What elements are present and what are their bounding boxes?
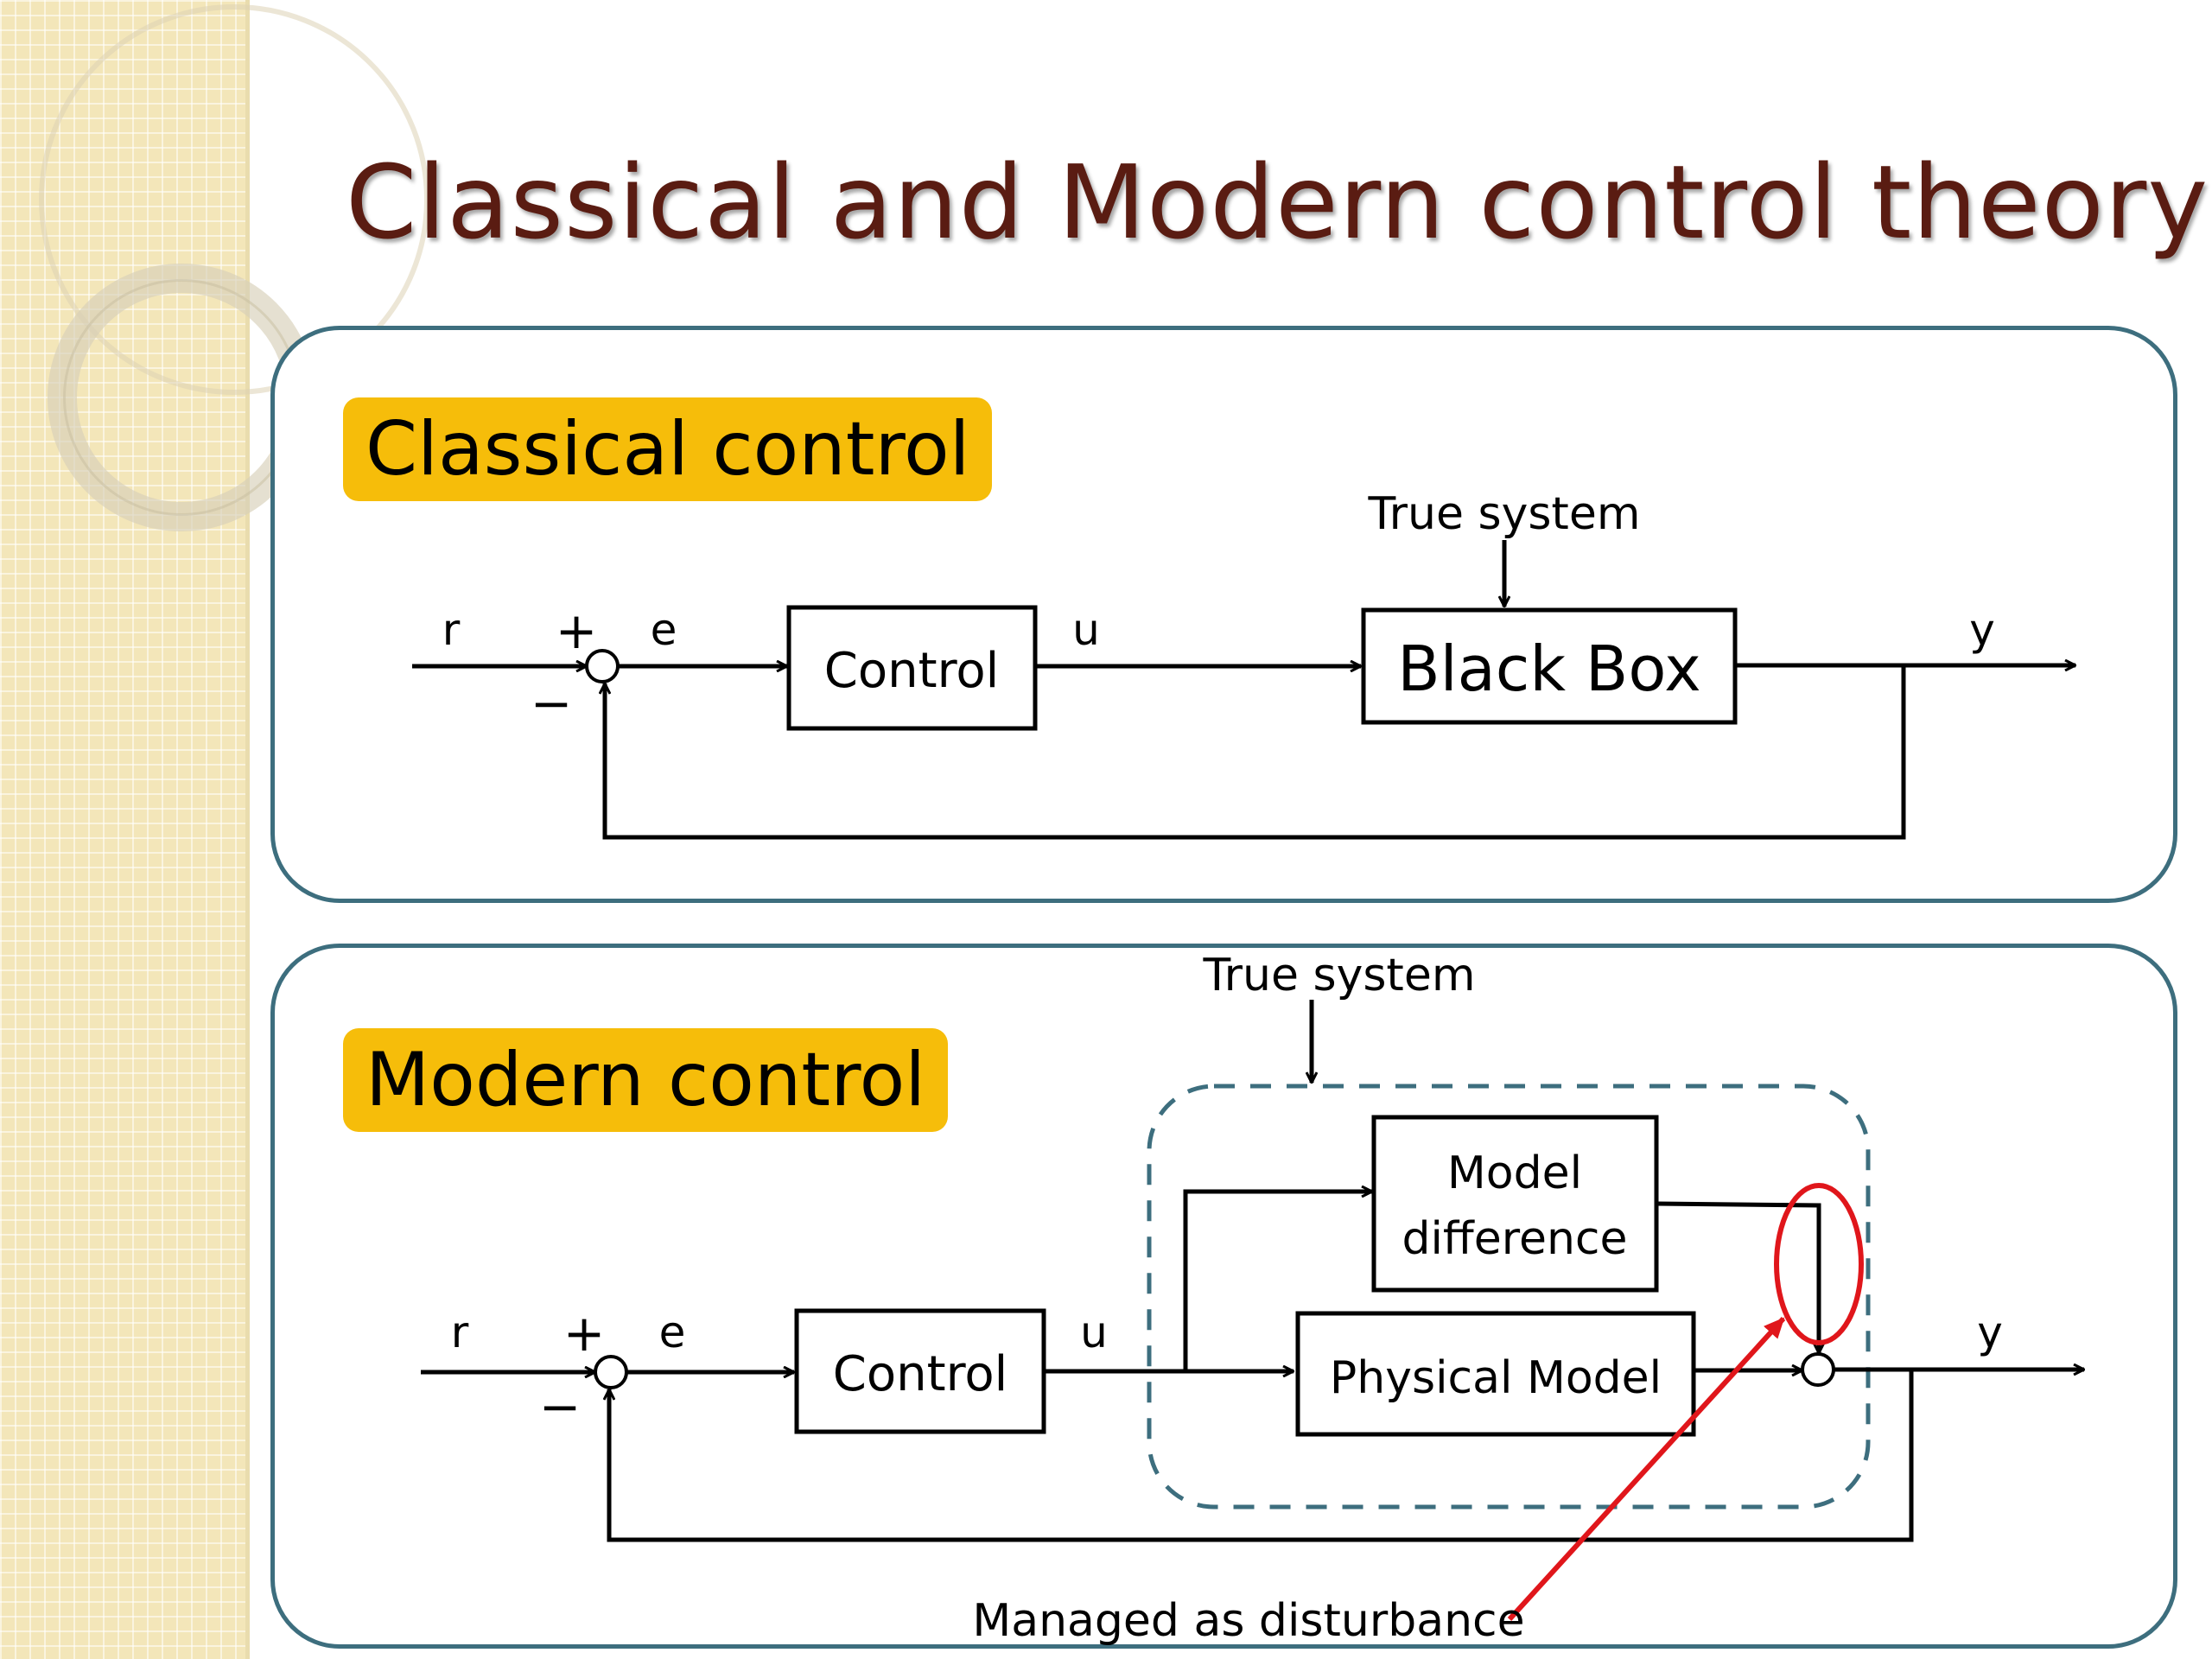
managed-as-disturbance-annotation: Managed as disturbance: [972, 1595, 1524, 1647]
physical-model-block: [1295, 1311, 1696, 1437]
classical-control-block-label: Control: [824, 643, 999, 699]
modern-e-label: e: [659, 1307, 686, 1357]
physical-model-label: Physical Model: [1330, 1352, 1662, 1404]
model-difference-input-arrow: [1183, 1192, 1372, 1371]
modern-y-label: y: [1977, 1307, 2003, 1357]
disturbance-highlight-ellipse: [1774, 1183, 1864, 1345]
black-box-block-label: Black Box: [1397, 632, 1701, 705]
slide-title: Classical and Modern control theory: [346, 143, 2209, 262]
modern-feedback-path: [609, 1370, 1914, 1542]
classical-diagram: [412, 540, 2075, 840]
modern-r-label: r: [451, 1307, 469, 1357]
modern-minus-sign: −: [539, 1377, 582, 1436]
model-difference-label-line2: difference: [1402, 1213, 1627, 1265]
feedback-path: [605, 665, 1906, 840]
model-difference-output-arrow: [1656, 1201, 1819, 1353]
modern-u-label: u: [1080, 1307, 1108, 1357]
classical-u-label: u: [1072, 605, 1100, 655]
sidebar-edge: [245, 0, 250, 1659]
classical-minus-sign: −: [531, 674, 573, 733]
modern-control-heading: Modern control: [343, 1028, 949, 1132]
classical-true-system-label: True system: [1368, 488, 1641, 540]
modern-plus-sign: +: [563, 1304, 606, 1363]
modern-diagram: [421, 1000, 2084, 1622]
classical-r-label: r: [442, 605, 461, 655]
true-system-dashed-boundary: [1147, 1084, 1871, 1510]
model-difference-label-line1: Model: [1447, 1147, 1582, 1199]
classical-plus-sign: +: [556, 601, 598, 660]
modern-control-block-label: Control: [833, 1346, 1007, 1402]
disturbance-summing-junction: [1801, 1352, 1835, 1387]
classical-y-label: y: [1969, 605, 1995, 655]
classical-e-label: e: [651, 605, 677, 655]
disturbance-annotation-arrow: [1507, 1316, 1786, 1622]
classical-control-heading: Classical control: [343, 397, 993, 501]
modern-true-system-label: True system: [1203, 950, 1476, 1001]
